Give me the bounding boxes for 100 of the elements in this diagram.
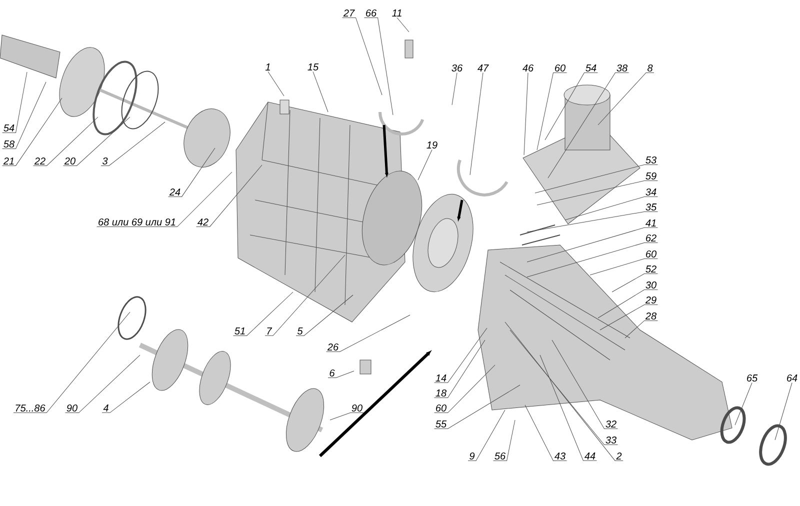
callout-number: 29 [645, 296, 656, 304]
leader-line [312, 71, 328, 112]
callout-number: 43 [554, 452, 566, 460]
leader-line [33, 116, 98, 166]
callout-number: 27 [343, 10, 355, 16]
leader-line [196, 164, 262, 227]
callout-number: 56 [494, 452, 506, 460]
leader-line [526, 227, 658, 262]
callout-number: 53 [646, 156, 656, 164]
leader-line [552, 340, 618, 429]
callout-number: 15 [308, 64, 319, 70]
callout-number: 44 [584, 452, 596, 460]
callout-number: 7 [267, 328, 272, 334]
leader-line [65, 354, 140, 413]
callout-number: 52 [646, 265, 656, 273]
leader-line [598, 290, 658, 318]
leader-line [434, 340, 486, 398]
callout-number: 6 [330, 369, 335, 377]
leader-line [468, 410, 506, 461]
leader-line [168, 148, 216, 197]
callout-number: 65 [747, 374, 758, 382]
callout-number: 51 [234, 328, 245, 334]
callout-number: 4 [103, 404, 108, 412]
callout-number: 22 [34, 158, 46, 164]
callout-number: 55 [436, 420, 447, 428]
callout-number: 59 [646, 172, 656, 180]
leader-line [612, 274, 658, 292]
leader-line [624, 320, 658, 338]
callout-number: 35 [646, 203, 657, 211]
callout-number: 58 [4, 140, 14, 148]
leader-line [493, 420, 516, 461]
leader-line [774, 382, 792, 440]
leader-line [434, 328, 488, 383]
callout-number: 75...86 [16, 404, 46, 412]
leader-line [524, 404, 568, 461]
leader-line [526, 212, 658, 232]
callout-number: 11 [392, 10, 402, 16]
leader-line [2, 82, 46, 149]
callout-number: 60 [646, 250, 656, 258]
leader-line [296, 294, 354, 336]
callout-number: 20 [64, 157, 76, 165]
leader-line [434, 384, 520, 429]
leader-line [96, 172, 232, 227]
leader-line [2, 98, 62, 166]
callout-number: 21 [3, 158, 14, 164]
callout-number: 46 [522, 64, 534, 72]
leader-line [526, 242, 658, 278]
leader-line [590, 258, 658, 276]
callout-number: 62 [646, 234, 656, 242]
leader-line [470, 72, 484, 176]
leader-line [536, 180, 658, 206]
leader-line [524, 72, 528, 156]
callout-number: 90 [352, 404, 362, 412]
leader-line [396, 17, 410, 32]
callout-number: 66 [366, 9, 377, 17]
leader-line [536, 72, 568, 150]
callout-number: 33 [606, 436, 616, 444]
leader-line [544, 72, 598, 140]
callout-number: 18 [436, 389, 446, 397]
callout-number: 36 [452, 64, 463, 72]
leader-line [326, 314, 410, 352]
leader-line [534, 164, 658, 194]
leader-line [600, 304, 658, 330]
callout-number: 54 [586, 64, 596, 72]
callout-number: 60 [436, 404, 446, 412]
callout-number: 19 [426, 141, 438, 149]
callout-number: 2 [616, 452, 622, 460]
callout-number: 5 [297, 328, 303, 334]
callout-number: 34 [646, 188, 656, 196]
callout-number: 54 [4, 124, 14, 132]
callout-number: 1 [266, 64, 270, 70]
leader-line [598, 72, 654, 126]
leader-line [364, 18, 394, 116]
leader-line [548, 72, 630, 178]
callout-number: 90 [66, 404, 78, 412]
callout-number: 32 [606, 420, 616, 428]
leader-line [342, 17, 382, 96]
leader-line [734, 382, 752, 426]
leader-line [564, 196, 658, 220]
callout-number: 9 [470, 452, 475, 460]
callout-number: 42 [198, 218, 208, 226]
callout-number: 60 [555, 64, 566, 72]
leader-line [2, 72, 28, 133]
leader-line [233, 292, 294, 336]
callout-number: 68 или 69 или 91 [98, 218, 176, 226]
callout-number: 47 [478, 64, 489, 72]
leader-line [418, 150, 432, 180]
leader-line [452, 72, 458, 106]
leader-line [540, 354, 598, 461]
callout-number: 41 [646, 220, 656, 226]
callout-number: 24 [169, 188, 180, 196]
callout-number: 3 [102, 157, 108, 165]
callout-number: 28 [645, 312, 656, 320]
leader-line [102, 382, 150, 413]
leader-line [13, 312, 130, 413]
leader-line [504, 322, 624, 461]
leader-line [100, 122, 166, 166]
leader-line [63, 116, 130, 166]
leader-line [330, 412, 364, 420]
leader-line [510, 330, 618, 445]
